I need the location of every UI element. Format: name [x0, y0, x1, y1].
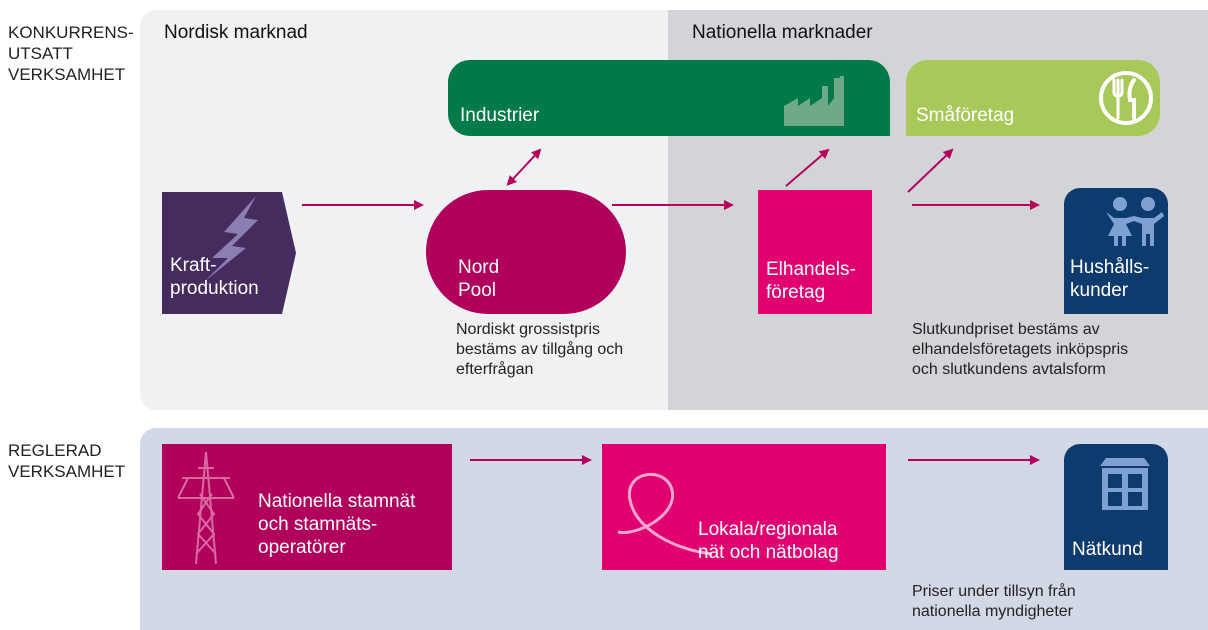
nordpool-box: Nord Pool	[426, 190, 626, 314]
natkund-box: Nätkund	[1064, 444, 1168, 570]
regulated-side-label: REGLERAD VERKSAMHET	[8, 441, 126, 481]
elhandel-box: Elhandels- företag	[758, 190, 872, 314]
nordic-market-header: Nordisk marknad	[164, 22, 308, 43]
people-icon	[1106, 197, 1164, 246]
industrier-box: Industrier	[448, 60, 890, 136]
hushall-label: Hushålls- kunder	[1070, 257, 1150, 301]
national-markets-header: Nationella marknader	[692, 22, 873, 43]
elhandel-label: Elhandels- företag	[766, 259, 856, 303]
smaforetag-label: Småföretag	[916, 105, 1015, 126]
pylon-icon	[177, 451, 235, 565]
kraftproduktion-box: Kraft- produktion	[162, 192, 296, 314]
building-icon	[1100, 458, 1150, 510]
kraftproduktion-shape	[162, 192, 296, 314]
natkund-label: Nätkund	[1072, 539, 1143, 560]
cutlery-icon	[1099, 71, 1153, 125]
stamnat-label: Nationella stamnät och stamnäts- operatö…	[258, 491, 416, 558]
factory-icon	[784, 76, 844, 126]
tillsyn-note: Priser under tillsyn från nationella myn…	[912, 583, 1076, 620]
lokala-box: Lokala/regionala nät och nätbolag	[602, 444, 886, 570]
hushall-box: Hushålls- kunder	[1064, 188, 1168, 314]
slutkund-note: Slutkundpriset bestäms av elhandelsföret…	[912, 321, 1129, 378]
grossist-note: Nordiskt grossistpris bestäms av tillgån…	[456, 321, 624, 378]
nordpool-label: Nord Pool	[458, 257, 500, 301]
cable-icon	[617, 473, 713, 556]
stamnat-box: Nationella stamnät och stamnäts- operatö…	[162, 444, 452, 570]
smaforetag-box: Småföretag	[906, 60, 1160, 136]
lokala-label: Lokala/regionala nät och nätbolag	[698, 519, 839, 563]
industrier-label: Industrier	[460, 105, 540, 126]
kraftproduktion-label: Kraft- produktion	[170, 255, 259, 299]
competitive-side-label: KONKURRENS- UTSATT VERKSAMHET	[8, 23, 134, 84]
